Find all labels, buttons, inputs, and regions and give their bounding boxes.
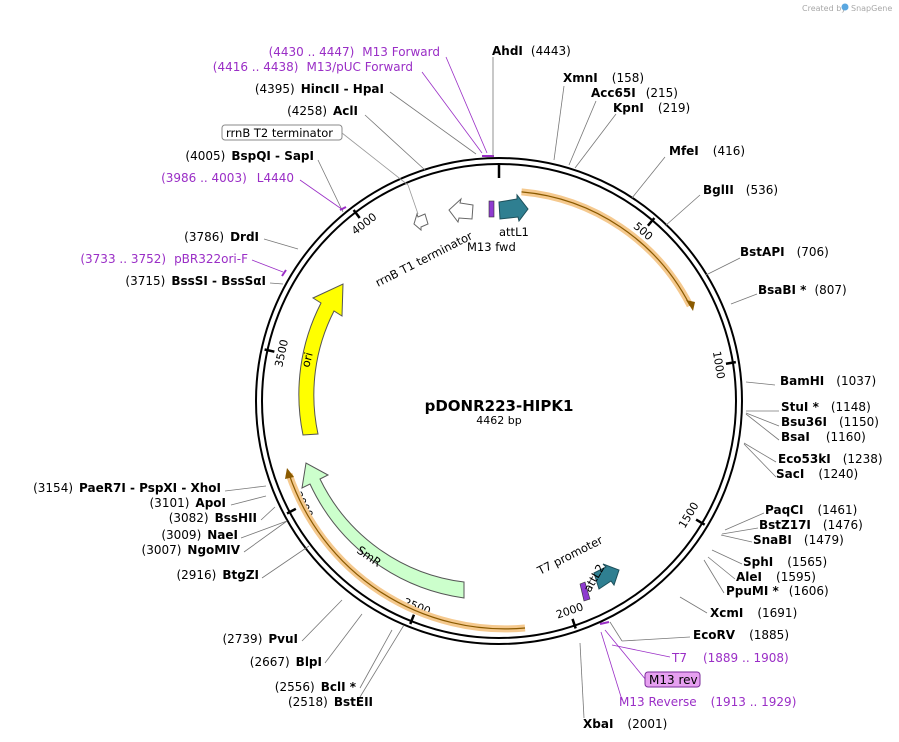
- tick-mark: [571, 618, 577, 629]
- tick-mark: [646, 217, 656, 227]
- site-eco53ki[interactable]: Eco53kI(1238): [778, 452, 883, 466]
- site-ahdi[interactable]: AhdI(4443): [492, 44, 571, 58]
- site-xmni[interactable]: XmnI(158): [563, 71, 644, 85]
- rrnb-t2-box: [221, 124, 343, 141]
- rrnb-t2-leader: [341, 132, 409, 186]
- attl1-feature: [498, 193, 529, 223]
- pbr322-marker: [281, 269, 287, 277]
- m13-fwd-label: M13 fwd: [467, 240, 516, 254]
- orf-arc-top-highlight: [521, 188, 694, 308]
- m13-rev-box: [644, 671, 701, 688]
- site-xcmi[interactable]: XcmI(1691): [710, 606, 797, 620]
- site-ppumi[interactable]: PpuMI *(1606): [726, 584, 829, 598]
- tick-label: 1500: [676, 500, 702, 531]
- site-pvui[interactable]: (2739)PvuI: [222, 632, 298, 646]
- site-bcli[interactable]: (2556)BclI *: [275, 680, 357, 694]
- plasmid-size: 4462 bp: [476, 414, 521, 427]
- site-bstapi[interactable]: BstAPI(706): [740, 245, 829, 259]
- t7-marker: [599, 621, 610, 625]
- tick-label: 1000: [710, 350, 727, 380]
- m13-fwd-feature: [488, 200, 495, 218]
- credit-text: Created by: [802, 4, 846, 13]
- ori-feature: [298, 283, 344, 436]
- primer-m13-puc-forward[interactable]: (4416 .. 4438)M13/pUC Forward: [213, 60, 413, 74]
- orf-arc-top-arrowhead: [686, 300, 695, 311]
- site-ecorv[interactable]: EcoRV(1885): [693, 628, 789, 642]
- rrnb-t2-terminator-feature: [413, 212, 429, 232]
- primer-m13-reverse[interactable]: M13 Reverse(1913 .. 1929): [619, 695, 796, 709]
- site-kpni[interactable]: KpnI(219): [613, 101, 690, 115]
- site-acc65i[interactable]: Acc65I(215): [591, 86, 678, 100]
- site-bsai[interactable]: BsaI(1160): [781, 430, 866, 444]
- site-bglii[interactable]: BglII(536): [703, 183, 778, 197]
- backbone-outer: [255, 157, 743, 645]
- site-snabi[interactable]: SnaBI(1479): [753, 533, 844, 547]
- rrnb-t1-terminator-feature: [448, 197, 474, 224]
- site-mfei[interactable]: MfeI(416): [669, 144, 745, 158]
- site-naei[interactable]: (3009)NaeI: [161, 528, 238, 542]
- rrnb-t1-label: rrnB T1 terminator: [373, 228, 475, 289]
- primer-t7[interactable]: T7(1889 .. 1908): [671, 651, 789, 665]
- l4440-marker: [339, 206, 347, 211]
- site-btgzi[interactable]: (2916)BtgZI: [176, 568, 259, 582]
- credit-brand: SnapGene: [851, 4, 892, 13]
- tick-label: 2000: [554, 600, 585, 621]
- site-sphi[interactable]: SphI(1565): [743, 555, 827, 569]
- site-bsshii[interactable]: (3082)BssHII: [169, 511, 257, 525]
- site-bsu36i[interactable]: Bsu36I(1150): [781, 415, 879, 429]
- site-bsssi[interactable]: (3715)BssSI - BssSαI: [125, 274, 266, 288]
- primer-pbr322ori-f[interactable]: (3733 .. 3752)pBR322ori-F: [80, 252, 248, 266]
- tick-mark: [695, 518, 706, 526]
- smr-feature: [301, 462, 465, 599]
- primer-l4440[interactable]: (3986 .. 4003)L4440: [161, 171, 294, 185]
- site-xbai[interactable]: XbaI(2001): [583, 717, 667, 731]
- orf-arc-bottom: [288, 473, 526, 630]
- rrnb-t2-label: rrnB T2 terminator: [226, 126, 333, 140]
- tick-mark: [409, 614, 416, 625]
- plasmid-name: pDONR223-HIPK1: [425, 397, 574, 415]
- site-ngomiv[interactable]: (3007)NgoMIV: [142, 543, 241, 557]
- tick-mark: [286, 507, 297, 515]
- site-bsabi[interactable]: BsaBI *(807): [758, 283, 847, 297]
- attl1-label: attL1: [499, 225, 529, 239]
- site-stui[interactable]: StuI *(1148): [781, 400, 871, 414]
- primer-m13-rev[interactable]: M13 rev: [649, 673, 698, 687]
- site-paqci[interactable]: PaqCI(1461): [765, 503, 857, 517]
- tick-mark: [264, 348, 275, 353]
- tick-label: 3500: [272, 338, 291, 368]
- site-acli[interactable]: (4258)AclI: [287, 104, 358, 118]
- site-alei[interactable]: AleI(1595): [736, 570, 816, 584]
- site-leaders: [224, 57, 780, 719]
- site-bamhi[interactable]: BamHI(1037): [780, 374, 876, 388]
- site-bstz17i[interactable]: BstZ17I(1476): [759, 518, 863, 532]
- site-apoi[interactable]: (3101)ApoI: [150, 496, 227, 510]
- site-blpi[interactable]: (2667)BlpI: [250, 655, 322, 669]
- ori-label: ori: [298, 351, 315, 369]
- site-bspqi[interactable]: (4005)BspQI - SapI: [185, 149, 314, 163]
- rrnb-t2-leader-2: [407, 184, 419, 215]
- tick-mark: [352, 209, 361, 219]
- orf-arc-top: [521, 191, 691, 306]
- tick-mark: [725, 360, 737, 365]
- site-drdi[interactable]: (3786)DrdI: [184, 230, 259, 244]
- site-paer7i[interactable]: (3154)PaeR7I - PspXI - XhoI: [33, 481, 221, 495]
- t7-promoter-feature: [579, 581, 591, 602]
- site-hincii[interactable]: (4395)HincII - HpaI: [255, 82, 384, 96]
- site-saci[interactable]: SacI(1240): [776, 467, 858, 481]
- primer-leaders: [251, 56, 671, 701]
- site-bsteii[interactable]: (2518)BstEII: [288, 695, 373, 709]
- snapgene-logo-icon: [841, 3, 849, 11]
- primer-m13-forward[interactable]: (4430 .. 4447)M13 Forward: [269, 45, 440, 59]
- orf-arc-bottom-arrowhead: [285, 468, 294, 479]
- attl2-feature: [593, 563, 620, 590]
